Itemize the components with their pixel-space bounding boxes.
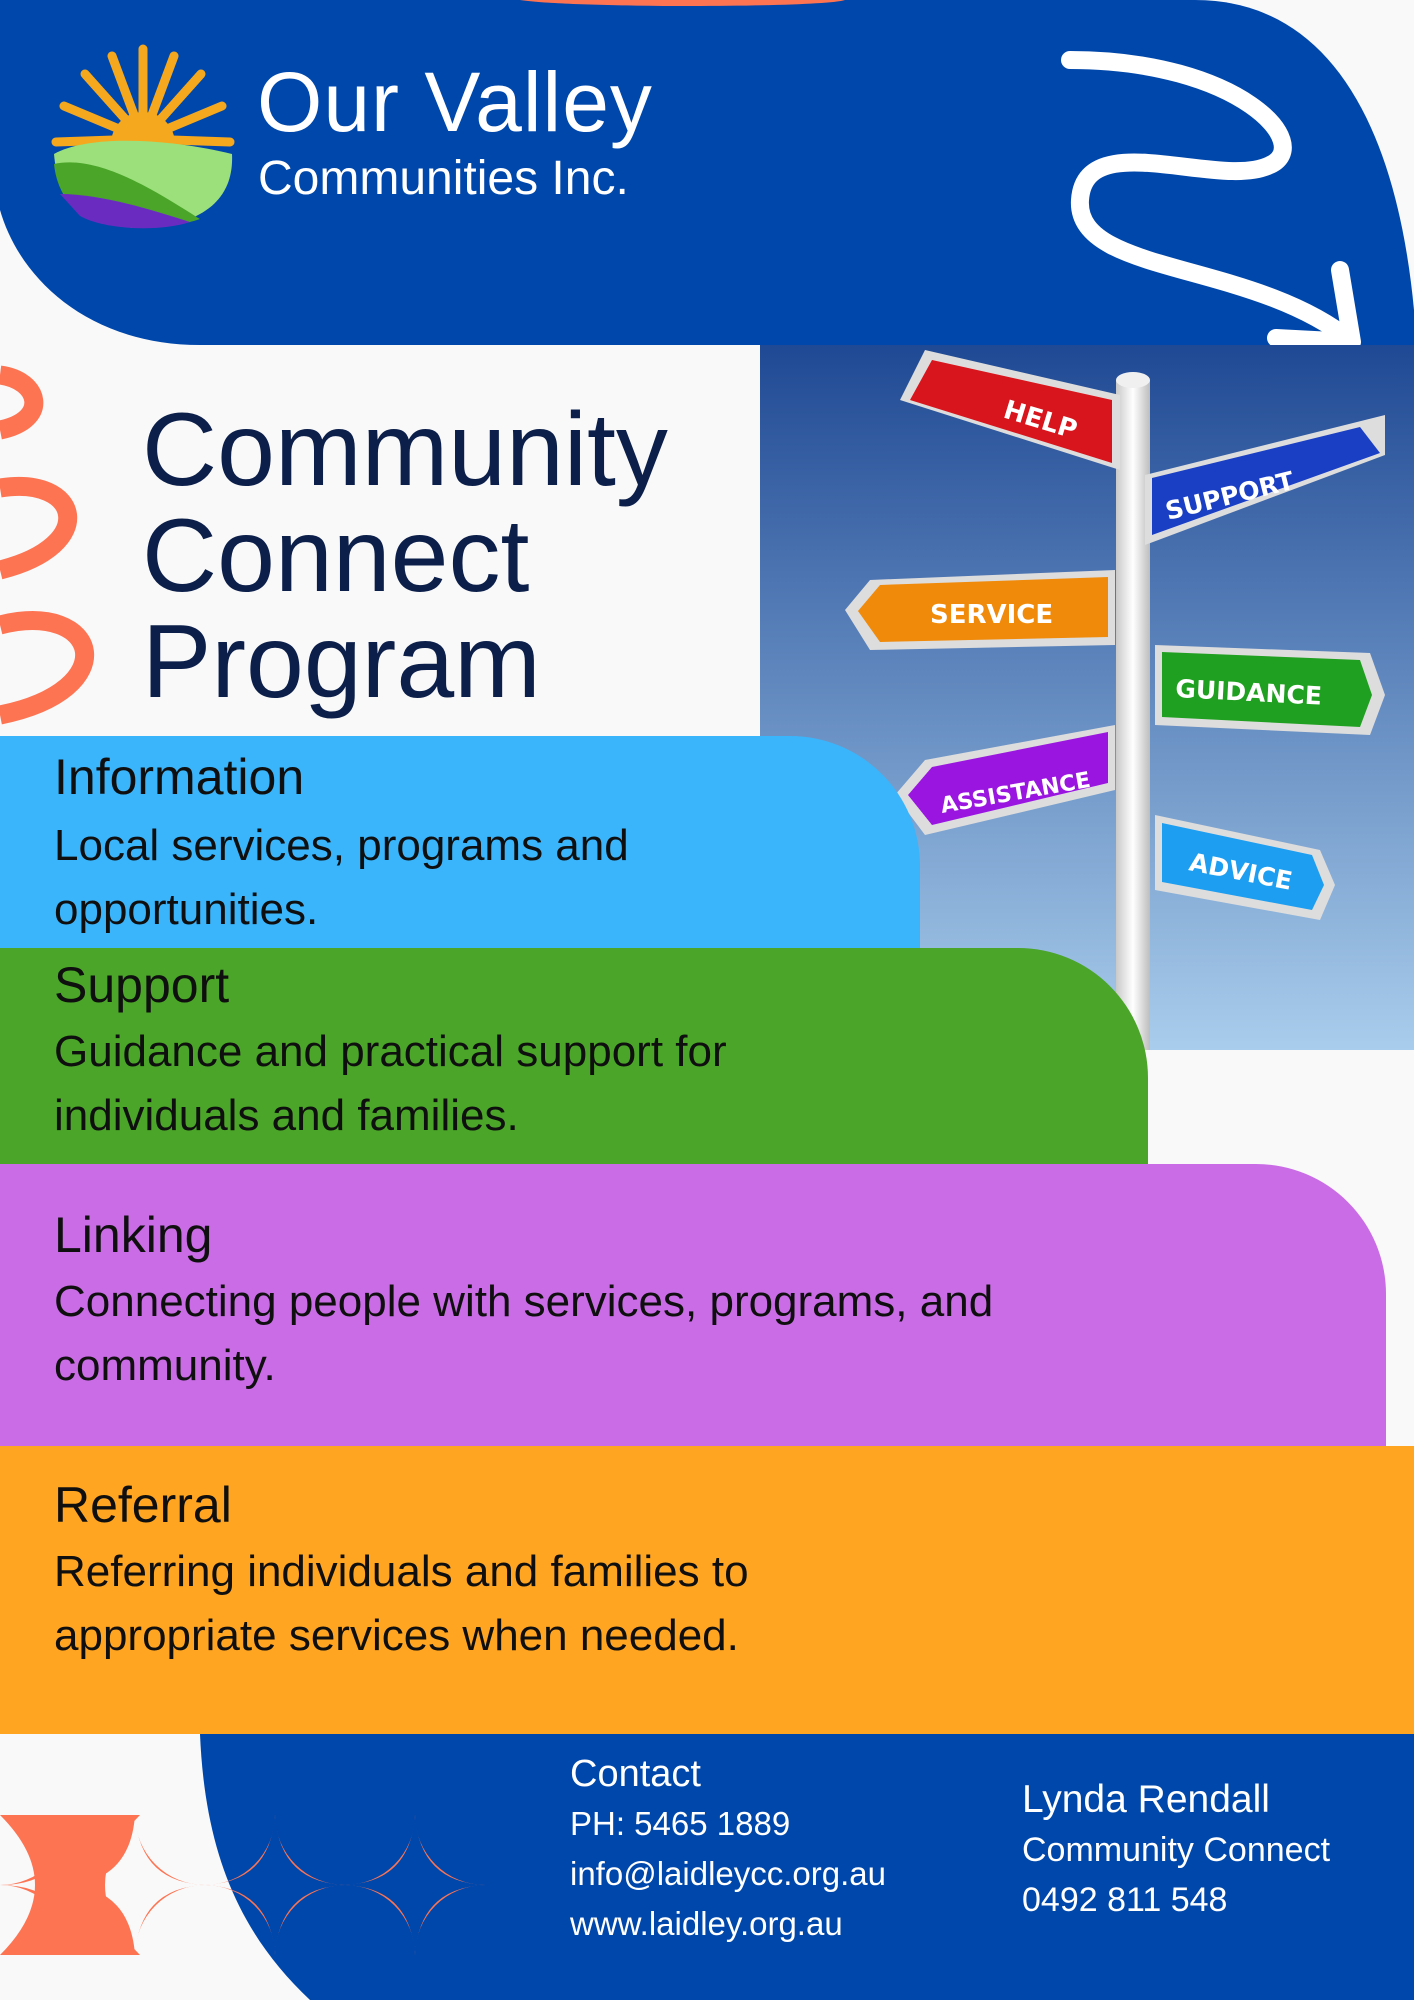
section-body: Referring individuals and families to ap… — [54, 1547, 749, 1660]
header-background — [0, 0, 1414, 345]
page-title-line-3: Program — [142, 604, 541, 720]
contact-email-link[interactable]: info@laidleycc.org.au — [570, 1855, 886, 1892]
person-role: Community Connect — [1022, 1831, 1331, 1869]
section-body: Guidance and practical support for indiv… — [54, 1027, 727, 1140]
section-information: Information Local services, programs and… — [0, 736, 920, 948]
org-name: Our Valley — [257, 55, 653, 149]
decorative-stars-icon — [0, 1815, 485, 1955]
section-linking: Linking Connecting people with services,… — [0, 1164, 1386, 1446]
contact-heading: Contact — [570, 1753, 701, 1795]
sign-service: SERVICE — [845, 570, 1115, 650]
sign-assistance: ASSISTANCE — [895, 725, 1115, 835]
sign-guidance: GUIDANCE — [1155, 645, 1385, 735]
sign-advice: ADVICE — [1155, 815, 1335, 920]
footer-background — [200, 1734, 1414, 2000]
squiggle-arrow-icon — [1061, 51, 1361, 350]
decorative-loops-icon — [0, 365, 94, 725]
page-title-line-2: Connect — [142, 498, 530, 614]
section-support: Support Guidance and practical support f… — [0, 948, 1148, 1164]
sun-hills-logo-icon — [51, 44, 235, 229]
section-heading: Information — [54, 749, 305, 805]
section-body: Connecting people with services, program… — [54, 1277, 994, 1390]
section-heading: Support — [54, 957, 230, 1013]
contact-website-link[interactable]: www.laidley.org.au — [570, 1905, 843, 1942]
person-phone[interactable]: 0492 811 548 — [1022, 1881, 1228, 1919]
page-title-line-1: Community — [142, 392, 668, 508]
section-heading: Referral — [54, 1477, 232, 1533]
section-body: Local services, programs and opportuniti… — [54, 821, 629, 934]
org-subtitle: Communities Inc. — [258, 152, 629, 205]
person-name: Lynda Rendall — [1022, 1778, 1270, 1821]
person-block: Lynda Rendall Community Connect 0492 811… — [1022, 1780, 1330, 1917]
sign-service-label: SERVICE — [930, 600, 1053, 630]
contact-block: Contact PH: 5465 1889 info@laidleycc.org… — [570, 1755, 886, 1940]
section-referral: Referral Referring individuals and famil… — [0, 1446, 1414, 1734]
section-heading: Linking — [54, 1207, 213, 1263]
contact-phone[interactable]: PH: 5465 1889 — [570, 1805, 791, 1842]
